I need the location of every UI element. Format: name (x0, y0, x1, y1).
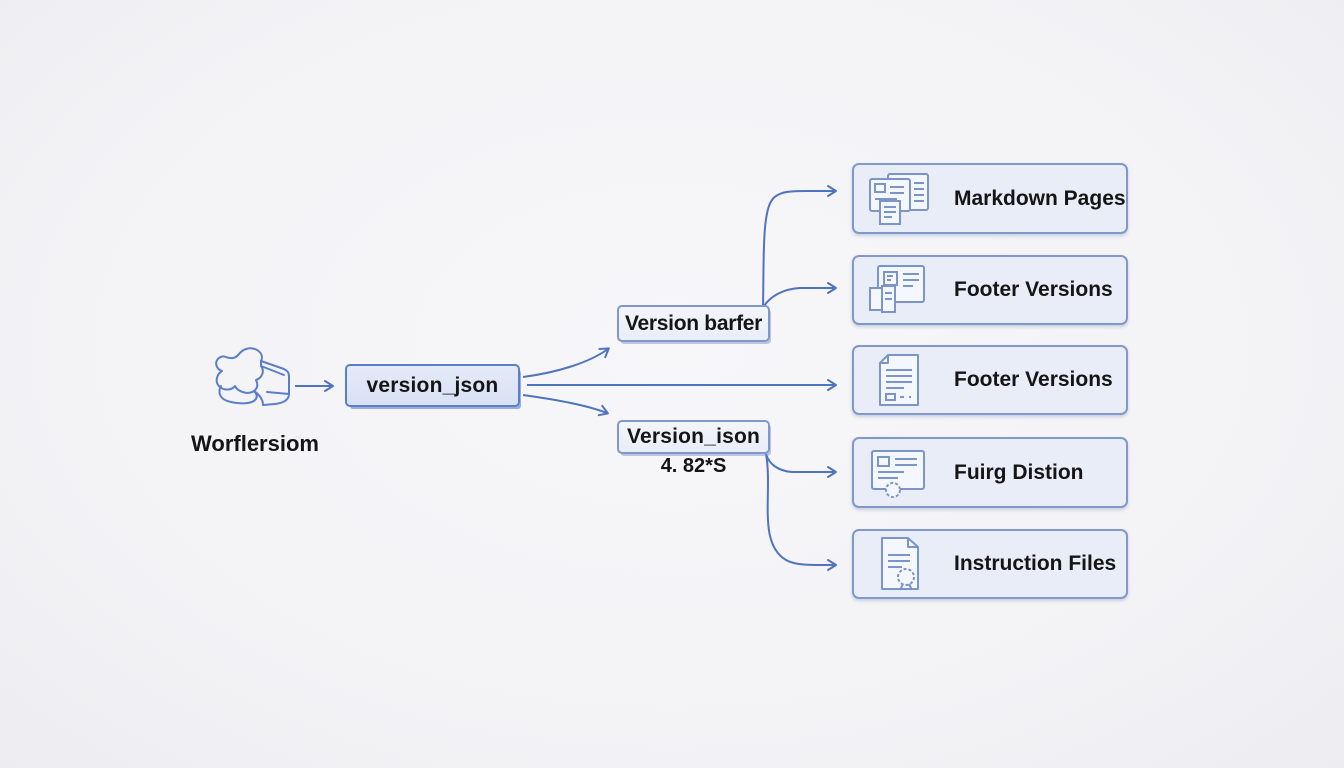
node-markdown-pages: Markdown Pages (852, 163, 1128, 234)
node-version-ison: Version_ison (617, 420, 770, 454)
node-instruction-files-label: Instruction Files (954, 552, 1117, 575)
node-markdown-pages-label: Markdown Pages (954, 186, 1126, 210)
node-version-barfer: Version barfer (617, 305, 770, 342)
node-footer-versions-window-label: Footer Versions (954, 278, 1113, 301)
node-footer-versions-document-label: Footer Versions (954, 368, 1113, 391)
node-footer-versions-window: Footer Versions (852, 255, 1128, 325)
document-lines-icon (866, 352, 932, 408)
node-fuirg-distion: Fuirg Distion (852, 437, 1128, 508)
window-panels-icon (866, 262, 932, 318)
edge-version_json-version-ison (522, 394, 609, 417)
node-version-json-label: version_json (366, 373, 499, 397)
node-version-ison-sublabel: 4. 82*S (660, 455, 727, 477)
edge-version-barfer-markdown-pages (762, 185, 837, 307)
edge-version-ison-instruction-files (765, 453, 837, 572)
edge-version_json-version-barfer (522, 347, 610, 378)
pages-stack-icon (866, 171, 932, 227)
card-seal-icon (866, 445, 932, 501)
file-ribbon-icon (866, 536, 932, 592)
puzzle-3d-icon (205, 340, 297, 432)
edge-version-ison-fuirg-distion (765, 453, 837, 478)
edge-version-barfer-footer-versions-window (763, 282, 837, 307)
node-fuirg-distion-label: Fuirg Distion (954, 460, 1084, 484)
node-instruction-files: Instruction Files (852, 529, 1128, 599)
node-footer-versions-document: Footer Versions (852, 345, 1128, 415)
node-version-ison-label: Version_ison (626, 425, 761, 448)
source-label: Worflersiom (191, 431, 319, 456)
node-version-json: version_json (345, 364, 520, 407)
node-version-barfer-label: Version barfer (624, 311, 763, 335)
